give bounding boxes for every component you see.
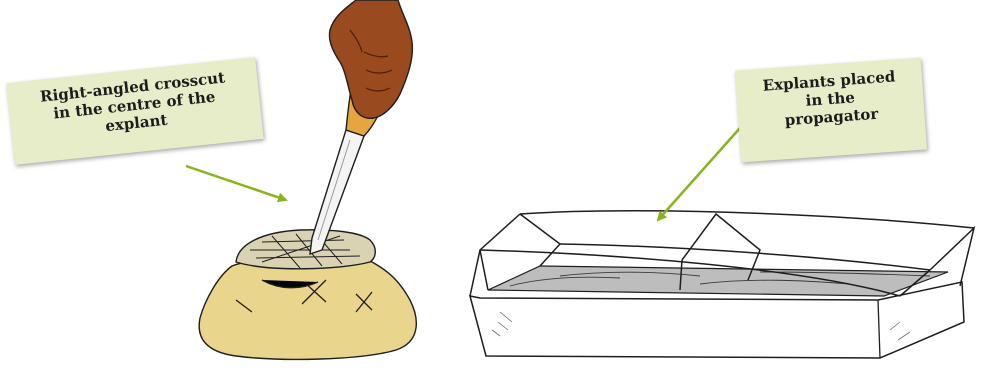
propagator-soil [487, 265, 949, 297]
arrow-to-propagator [656, 127, 741, 222]
explant-cutting-illustration [198, 0, 417, 361]
propagator-illustration [468, 210, 976, 359]
arrow-to-explant [185, 164, 288, 203]
explant-top [235, 229, 376, 270]
propagator-base [468, 281, 965, 359]
hand [328, 0, 414, 119]
propagator-ridge [519, 210, 975, 229]
propagator-label: Explants placed in the propagator [735, 57, 927, 163]
pointer-arrows [185, 127, 741, 222]
explant-body [198, 255, 417, 361]
